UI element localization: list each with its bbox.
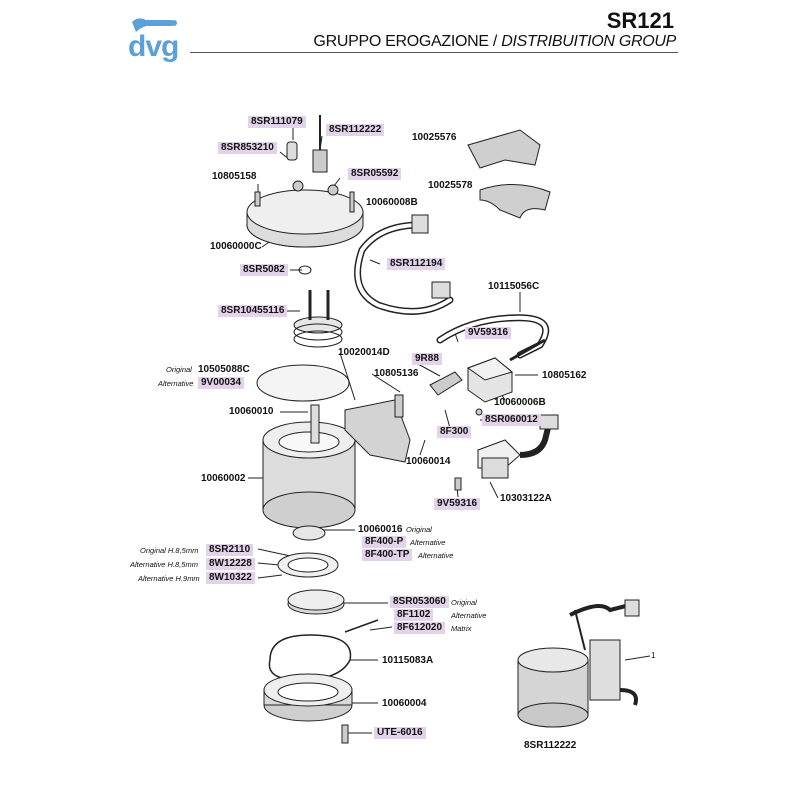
part-label-8SR112222-assembly: 8SR112222 [524,740,577,751]
part-label-10805136: 10805136 [374,368,419,379]
part-label-10060008B: 10060008B [366,197,418,208]
part-label-9V00034: 9V00034 [198,377,245,389]
gasket-disk [256,364,350,402]
part-label-8SR10455116: 8SR10455116 [218,305,288,317]
note-alternative: Alternative [418,551,454,560]
note-alternative: Alternative [451,611,487,620]
part-label-10060006B: 10060006B [494,397,546,408]
screws [341,408,483,744]
part-label-10060016: 10060016 [358,524,403,535]
spring-wire [268,619,379,681]
part-label-8SR5082: 8SR5082 [240,264,288,276]
part-label-8W10322: 8W10322 [206,572,255,584]
part-label-10060002: 10060002 [201,473,246,484]
part-label-10060014: 10060014 [406,456,451,467]
part-label-8SR053060: 8SR053060 [390,596,449,608]
part-label-10303122A: 10303122A [500,493,552,504]
part-label-10020014D: 10020014D [338,347,390,358]
inset-assembly [517,599,640,728]
brand-logo [128,14,188,58]
part-label-9V59316-lower: 9V59316 [434,498,481,510]
part-label-8SR05592: 8SR05592 [348,168,402,180]
callout-number: 1 [651,651,656,660]
part-label-10025576: 10025576 [412,132,457,143]
title-english: DISTRIBUITION GROUP [501,33,676,50]
part-label-9R88: 9R88 [412,353,442,365]
note-alternative-h9: Alternative H.9mm [138,574,200,583]
note-original: Original [406,525,432,534]
part-label-10505088C: 10505088C [198,364,250,375]
part-label-10060010: 10060010 [229,406,274,417]
heating-block [262,404,356,529]
cap-assembly [246,115,364,248]
cable-connector [431,281,451,299]
brand-name: dvg [128,30,179,63]
part-label-8SR060012: 8SR060012 [482,414,541,426]
title-italian: GRUPPO EROGAZIONE / [313,33,502,50]
cable-connector [411,214,429,234]
bracket-plates [467,129,551,219]
part-label-8SR112222: 8SR112222 [326,124,385,136]
part-label-8SR111079: 8SR111079 [248,116,306,128]
note-original: Original [166,365,192,374]
part-label-8F400-TP: 8F400-TP [362,549,413,561]
part-label-10805158: 10805158 [212,171,257,182]
note-matrix: Matrix [451,624,472,633]
note-alternative: Alternative [410,538,446,547]
part-label-8SR853210: 8SR853210 [218,142,277,154]
fitting [429,371,463,396]
note-original-h85: Original H.8,5mm [140,546,199,555]
note-original: Original [451,598,477,607]
part-label-8SR112194: 8SR112194 [387,258,446,270]
page-title: GRUPPO EROGAZIONE / DISTRIBUITION GROUP [313,33,676,51]
part-label-8F300: 8F300 [437,426,472,438]
part-label-10060004: 10060004 [382,698,427,709]
part-label-8SR2110: 8SR2110 [206,544,254,556]
part-label-8F612020: 8F612020 [394,622,446,634]
thermostat-box [466,357,514,403]
part-label-10060000C: 10060000C [210,241,262,252]
group-base [263,673,353,722]
note-alternative: Alternative [158,379,194,388]
header-rule [190,52,678,53]
part-label-10025578: 10025578 [428,180,473,191]
part-label-10115056C: 10115056C [488,281,540,292]
part-label-10115083A: 10115083A [382,655,434,666]
part-label-10805162: 10805162 [542,370,587,381]
shower-parts [277,525,345,615]
model-code: SR121 [606,8,674,33]
part-label-UTE-6016: UTE-6016 [374,727,426,739]
note-alternative-h85: Alternative H.8,5mm [130,560,198,569]
heater-element [293,265,343,348]
part-label-8F1102: 8F1102 [394,609,434,621]
solenoid-valve [477,414,559,479]
part-label-9V59316: 9V59316 [465,327,512,339]
part-label-8W12228: 8W12228 [206,558,255,570]
part-label-8F400-P: 8F400-P [362,536,407,548]
